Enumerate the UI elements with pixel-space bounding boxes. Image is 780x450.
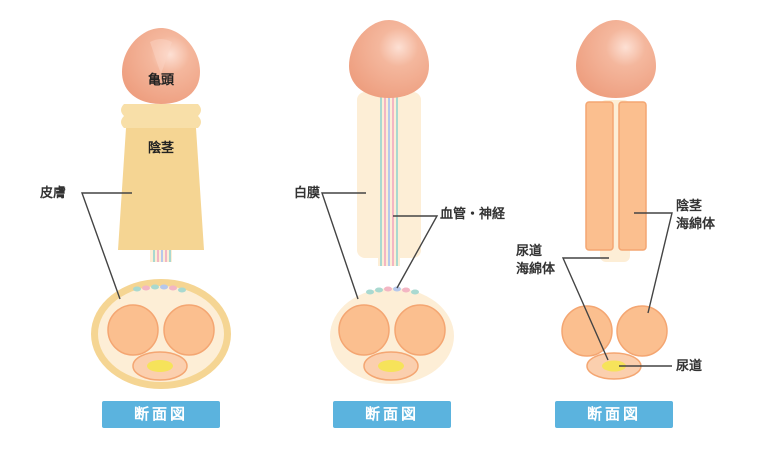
cavernosa-label-line1: 陰茎 bbox=[676, 198, 702, 214]
spongiosum-label-line1: 尿道 bbox=[516, 243, 542, 259]
cross-section-button-1[interactable]: 断面図 bbox=[102, 401, 220, 428]
panel-2-cross-section bbox=[330, 286, 454, 384]
spongiosum-leader-line bbox=[561, 257, 609, 361]
foreskin-ridge bbox=[121, 104, 201, 128]
shaft-label: 陰茎 bbox=[148, 140, 174, 156]
vessel-dots bbox=[366, 286, 419, 295]
tunica-label: 白膜 bbox=[294, 185, 320, 201]
skin-label: 皮膚 bbox=[39, 185, 66, 201]
tunica-leader-line bbox=[321, 192, 366, 300]
cross-section-button-3[interactable]: 断面図 bbox=[555, 401, 673, 428]
panel-3-corpora: 陰茎 海綿体 尿道 海綿体 尿道 bbox=[516, 20, 716, 380]
cavernosa-label-line2: 海綿体 bbox=[676, 216, 716, 232]
vessels-leader-line bbox=[393, 215, 439, 289]
cross-section-button-2[interactable]: 断面図 bbox=[333, 401, 451, 428]
vessel-dots bbox=[133, 284, 186, 293]
vessels-label: 血管・神経 bbox=[440, 206, 506, 222]
glans bbox=[349, 20, 429, 98]
glans bbox=[576, 20, 656, 98]
panel-2-internal: 白膜 血管・神経 bbox=[294, 20, 506, 384]
spongiosum-label-line2: 海綿体 bbox=[516, 261, 556, 277]
cavernosa-leader-line bbox=[634, 212, 673, 314]
panel-3-cross-section bbox=[561, 305, 668, 380]
skin-leader-line bbox=[81, 192, 132, 300]
vessel-nerve-stripes bbox=[378, 92, 400, 266]
urethra-label: 尿道 bbox=[676, 358, 702, 374]
panel-1-cross-section bbox=[91, 279, 231, 389]
corpus-cavernosum-right bbox=[618, 101, 647, 251]
corpus-cavernosum-left bbox=[585, 101, 614, 251]
penis-shaft-skin bbox=[118, 118, 204, 250]
panel-1-external: 亀頭 陰茎 皮膚 bbox=[39, 28, 231, 389]
glans-label: 亀頭 bbox=[148, 72, 175, 88]
